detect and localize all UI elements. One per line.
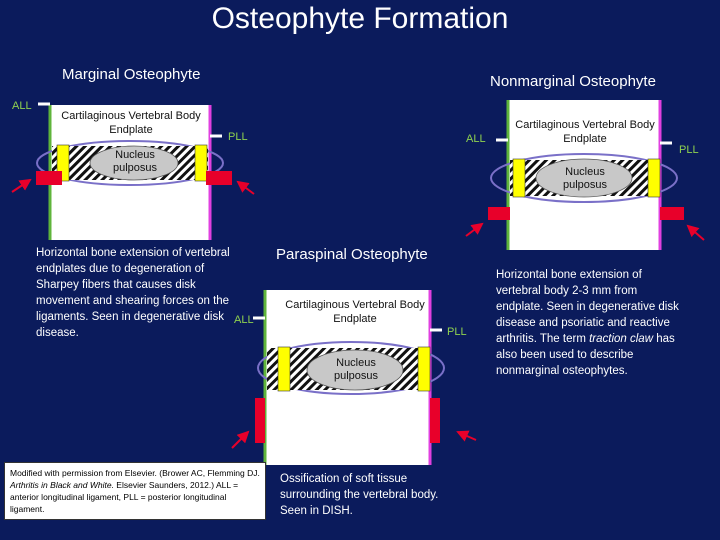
marginal-all-label: ALL	[12, 100, 32, 112]
paraspinal-osteophyte-right	[430, 398, 440, 443]
marginal-vertebral-body-label: Cartilaginous Vertebral Body Endplate	[61, 110, 201, 136]
credit-text: Modified with permission from Elsevier. …	[10, 468, 260, 478]
paraspinal-nucleus	[306, 349, 404, 391]
paraspinal-osteophyte-left	[255, 398, 265, 443]
nonmarginal-description-text: Horizontal bone extension of vertebral b…	[496, 269, 679, 345]
nonmarginal-vertebral-body-label: Cartilaginous Vertebral Body Endplate	[515, 119, 655, 145]
marginal-osteophyte-right	[206, 171, 232, 185]
nonmarginal-disc-outline	[490, 153, 678, 203]
paraspinal-heading: Paraspinal Osteophyte	[276, 246, 428, 263]
nonmarginal-pll-label: PLL	[679, 144, 699, 156]
nonmarginal-osteophyte-right	[660, 207, 684, 220]
credit-abbreviations: Elsevier Saunders, 2012.) ALL = anterior…	[10, 480, 239, 514]
paraspinal-description: Ossification of soft tissue surrounding …	[280, 473, 439, 517]
nonmarginal-all-label: ALL	[466, 133, 486, 145]
nonmarginal-description: Horizontal bone extension of vertebral b…	[496, 267, 686, 379]
nonmarginal-description-term: traction claw	[589, 333, 654, 345]
nonmarginal-osteophyte-left	[488, 207, 510, 220]
paraspinal-vertebral-body-label: Cartilaginous Vertebral Body Endplate	[285, 299, 425, 325]
credit-book-title: Arthritis in Black and White.	[10, 480, 114, 490]
credit-box: Modified with permission from Elsevier. …	[4, 462, 266, 520]
nonmarginal-nucleus	[535, 158, 633, 198]
marginal-nucleus	[89, 145, 179, 181]
paraspinal-disc-outline	[257, 341, 445, 395]
paraspinal-nucleus-label: Nucleus pulposus	[333, 357, 379, 382]
marginal-pll-label: PLL	[228, 131, 248, 143]
marginal-diagram	[11, 102, 255, 240]
paraspinal-all-label: ALL	[234, 314, 254, 326]
nonmarginal-diagram	[465, 100, 705, 250]
nonmarginal-nucleus-label: Nucleus pulposus	[562, 166, 608, 191]
paraspinal-pll-label: PLL	[447, 326, 467, 338]
nonmarginal-description-tail: has also been used to describe nonmargin…	[496, 333, 675, 377]
paraspinal-diagram	[231, 290, 477, 465]
marginal-osteophyte-left	[36, 171, 62, 185]
marginal-nucleus-label: Nucleus pulposus	[112, 149, 158, 174]
page-title: Osteophyte Formation	[211, 2, 509, 35]
marginal-heading: Marginal Osteophyte	[62, 66, 201, 83]
marginal-disc-outline	[36, 140, 224, 186]
nonmarginal-heading: Nonmarginal Osteophyte	[490, 73, 656, 90]
marginal-description: Horizontal bone extension of vertebral e…	[36, 247, 230, 339]
